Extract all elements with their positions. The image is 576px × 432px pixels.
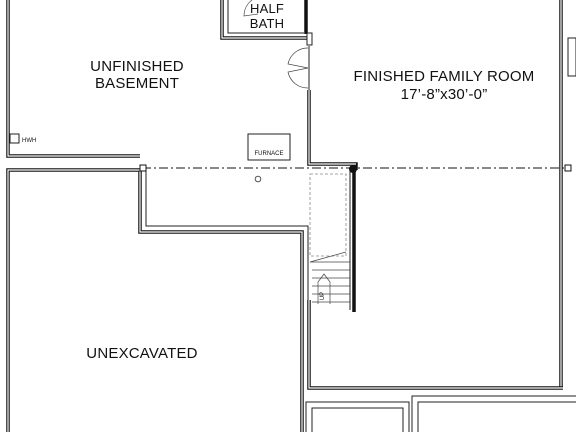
lower-room-left-outline-inner xyxy=(311,407,404,432)
right-wall-window xyxy=(567,37,576,77)
unexcavated-step xyxy=(145,170,309,300)
water-heater-box xyxy=(9,133,20,144)
room-labels: HALF BATH UNFINISHED BASEMENT FINISHED F… xyxy=(86,1,534,362)
family-room-label: FINISHED FAMILY ROOM xyxy=(354,68,535,85)
half-bath-label-line1: HALF xyxy=(250,1,284,16)
family-room-left-wall-inner xyxy=(308,90,356,165)
furnace-label: FURNACE xyxy=(254,151,283,157)
family-room-door-swing-upper xyxy=(287,47,309,69)
half-bath-label-line2: BATH xyxy=(250,16,285,31)
fixtures: HWH FURNACE xyxy=(9,133,291,161)
stair-dashed-outline xyxy=(309,173,347,257)
stair-up-arrow xyxy=(317,273,331,304)
lower-room-right-outline-inner xyxy=(417,401,576,432)
floor-drain xyxy=(254,175,262,183)
unexcavated-outline-inner xyxy=(7,169,303,432)
half-bath-inner-line xyxy=(227,0,304,34)
water-heater-label: HWH xyxy=(22,138,36,144)
basement-left-wall-inner xyxy=(7,0,140,157)
unfinished-basement-label-line2: BASEMENT xyxy=(95,75,179,92)
support-post xyxy=(349,165,357,173)
half-bath-door-jamb xyxy=(306,32,313,46)
stairs: UP xyxy=(309,173,350,304)
beam-end-right xyxy=(564,164,572,172)
family-room-bottom-wall-inner xyxy=(308,300,563,389)
stair-up-label: UP xyxy=(320,292,326,300)
family-room-left-wall xyxy=(307,90,358,170)
unexcavated-outline xyxy=(6,168,304,432)
beam-end-left xyxy=(139,164,147,172)
beam xyxy=(139,164,572,183)
unfinished-basement-label-line1: UNFINISHED xyxy=(90,58,184,75)
half-bath-wall-inner xyxy=(221,0,310,39)
doors xyxy=(243,0,310,90)
family-room-bottom-wall xyxy=(307,300,563,390)
family-room-dimensions: 17’-8”x30’-0” xyxy=(401,86,488,103)
walls xyxy=(6,0,576,432)
lower-room-left-outline xyxy=(305,401,410,432)
half-bath-door-swing xyxy=(243,0,259,17)
stair-diagonal xyxy=(309,251,347,263)
lower-room-right-outline xyxy=(411,395,576,432)
furnace-box xyxy=(247,133,291,161)
family-room-door-swing-lower xyxy=(287,67,309,89)
unexcavated-label: UNEXCAVATED xyxy=(86,345,197,362)
